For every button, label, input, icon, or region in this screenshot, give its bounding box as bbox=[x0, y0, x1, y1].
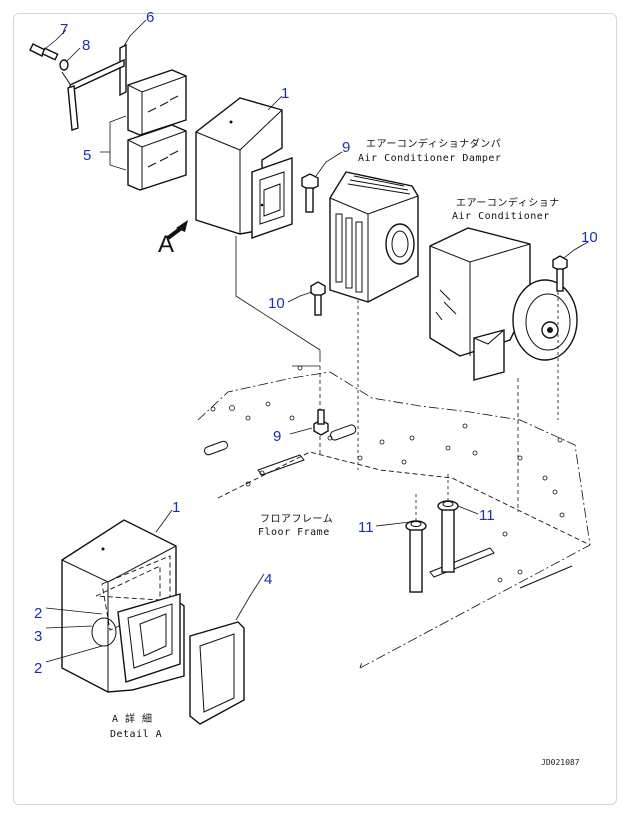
callout-3: 3 bbox=[34, 628, 42, 645]
filter-element-lower bbox=[127, 124, 187, 191]
air-conditioner bbox=[429, 227, 578, 512]
bracket-6 bbox=[61, 43, 127, 131]
view-arrow-a bbox=[166, 220, 188, 240]
callout-6: 6 bbox=[146, 9, 154, 26]
bolt-9-lower bbox=[313, 409, 329, 436]
ac-label-en: Air Conditioner bbox=[452, 211, 550, 222]
filter-element-upper bbox=[127, 69, 187, 136]
ac-label-jp: エアーコンディショナ bbox=[456, 196, 560, 209]
bolt-10-right bbox=[552, 255, 568, 292]
air-conditioner-damper bbox=[329, 171, 419, 470]
callout-5: 5 bbox=[83, 147, 91, 164]
callout-4: 4 bbox=[264, 571, 272, 588]
callout-9-lower: 9 bbox=[273, 428, 281, 445]
callout-2-upper: 2 bbox=[34, 605, 42, 622]
callout-2-lower: 2 bbox=[34, 660, 42, 677]
floor-label-en: Floor Frame bbox=[258, 527, 330, 538]
view-label-a: A bbox=[158, 231, 174, 258]
callout-7: 7 bbox=[60, 21, 68, 38]
mount-11-right bbox=[437, 474, 459, 573]
floor-frame bbox=[197, 365, 591, 669]
damper-label-jp: エアーコンディショナダンパ bbox=[366, 137, 501, 150]
callout-10-left: 10 bbox=[268, 295, 285, 312]
callout-1-upper: 1 bbox=[281, 85, 289, 102]
callout-leaders bbox=[45, 19, 589, 663]
callout-8: 8 bbox=[82, 37, 90, 54]
bolt-10-left bbox=[310, 281, 326, 316]
washer-8 bbox=[59, 59, 69, 71]
damper-label-en: Air Conditioner Damper bbox=[358, 153, 501, 164]
drawing-code: JD021087 bbox=[541, 758, 580, 767]
detail-a-duct bbox=[61, 519, 185, 693]
callout-9-upper: 9 bbox=[342, 139, 350, 156]
gasket-4 bbox=[189, 621, 245, 725]
floor-label-jp: フロアフレーム bbox=[260, 513, 333, 525]
callout-10-right: 10 bbox=[581, 229, 598, 246]
detail-a-label-en: Detail A bbox=[110, 729, 162, 740]
callout-11-right: 11 bbox=[479, 507, 495, 524]
callout-1-detail: 1 bbox=[172, 499, 180, 516]
wing-bolt-7 bbox=[29, 43, 59, 61]
mount-11-left bbox=[405, 494, 427, 593]
callout-11-left: 11 bbox=[358, 519, 374, 536]
bolt-9-upper bbox=[301, 173, 319, 213]
air-duct-upper bbox=[195, 97, 293, 239]
detail-a-label-jp: A 詳 細 bbox=[112, 712, 153, 725]
